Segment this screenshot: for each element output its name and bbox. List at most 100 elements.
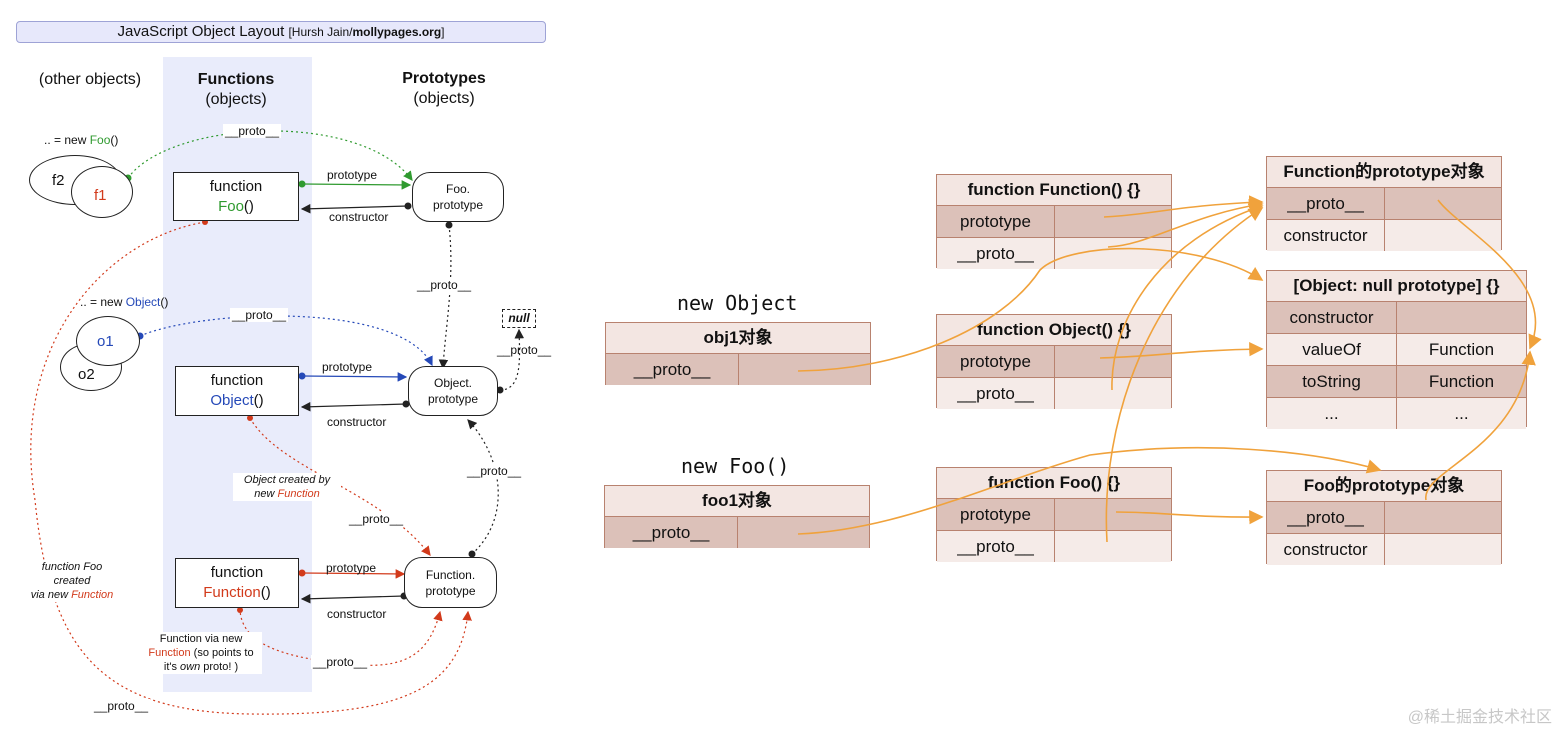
f1-proto-label: __proto__ bbox=[223, 124, 282, 138]
function-foo-row-prototype: prototype bbox=[937, 499, 1171, 531]
new-object-code-label: new Object bbox=[677, 291, 798, 315]
foo1-proto-val bbox=[738, 517, 869, 548]
function-proto-object-proto-label: __proto__ bbox=[465, 464, 524, 478]
null-prototype-constructor-val bbox=[1397, 302, 1526, 333]
function-constructor-label: constructor bbox=[327, 607, 387, 621]
function-prototype-constructor-val bbox=[1385, 220, 1501, 251]
o2-label: o2 bbox=[78, 366, 95, 383]
function-object-row-proto: __proto__ bbox=[937, 378, 1171, 409]
foo-prototype-proto-key: __proto__ bbox=[1267, 502, 1385, 533]
foo-prototype-row-constructor: constructor bbox=[1267, 534, 1501, 565]
col-prototypes-title: Prototypes bbox=[402, 70, 486, 87]
f1-ellipse bbox=[71, 166, 133, 218]
null-prototype-constructor-key: constructor bbox=[1267, 302, 1397, 333]
foo-prototype-box: Foo. prototype bbox=[412, 172, 504, 222]
new-foo-suffix: () bbox=[110, 133, 119, 147]
new-object-name: Object bbox=[125, 295, 161, 309]
null-prototype-row-constructor: constructor bbox=[1267, 302, 1526, 334]
function-foo-prototype-key: prototype bbox=[937, 499, 1055, 530]
note-fvn-its: it's bbox=[163, 661, 181, 673]
obj1-row-proto: __proto__ bbox=[606, 354, 870, 385]
title-main: JavaScript Object Layout bbox=[117, 23, 285, 40]
function-function-row-proto: __proto__ bbox=[937, 238, 1171, 269]
null-prototype-valueof-key: valueOf bbox=[1267, 334, 1397, 365]
null-prototype-row-valueof: valueOf Function bbox=[1267, 334, 1526, 366]
null-prototype-tostring-val: Function bbox=[1428, 372, 1495, 391]
null-prototype-more-val: ... bbox=[1454, 404, 1469, 423]
foo-prototype-row-proto: __proto__ bbox=[1267, 502, 1501, 534]
null-prototype-valueof-val: Function bbox=[1428, 340, 1495, 359]
o1-proto-label: __proto__ bbox=[230, 308, 289, 322]
foo-proto-line2: prototype bbox=[432, 198, 484, 212]
note-foo-created-function: Function bbox=[71, 589, 114, 601]
foo-proto-proto-label: __proto__ bbox=[415, 278, 474, 292]
foo1-row-proto: __proto__ bbox=[605, 517, 869, 548]
function-prototype-table: Function的prototype对象 __proto__ construct… bbox=[1266, 156, 1502, 251]
diagram-title: JavaScript Object Layout [Hursh Jain/mol… bbox=[16, 21, 546, 43]
function-function-title: function Function() {} bbox=[937, 175, 1171, 206]
obj1-title: obj1对象 bbox=[606, 323, 870, 354]
note-fvn-line1: Function via new bbox=[159, 633, 243, 645]
title-credit-site: mollypages.org bbox=[352, 25, 442, 39]
function-prototype-title: Function的prototype对象 bbox=[1267, 157, 1501, 188]
null-prototype-title: [Object: null prototype] {} bbox=[1267, 271, 1526, 302]
note-foo-created-line1: function Foo bbox=[41, 561, 103, 573]
note-object-created: Object created by new Function bbox=[233, 473, 341, 501]
new-foo-name: Foo bbox=[89, 133, 111, 147]
function-function-proto-val bbox=[1055, 238, 1171, 269]
function-proto-line1: Function. bbox=[425, 567, 476, 582]
function-function-proto-key: __proto__ bbox=[937, 238, 1055, 269]
function-function-parens: () bbox=[260, 584, 271, 601]
function-fn-proto-label: __proto__ bbox=[311, 655, 370, 669]
function-foo-proto-val bbox=[1055, 531, 1171, 562]
new-foo-prefix: .. = new bbox=[44, 133, 90, 147]
function-function-keyword: function bbox=[210, 564, 264, 581]
function-prototype-box: Function. prototype bbox=[404, 557, 497, 608]
foo-prototype-title: Foo的prototype对象 bbox=[1267, 471, 1501, 502]
foo1-title: foo1对象 bbox=[605, 486, 869, 517]
object-proto-line1: Object. bbox=[433, 376, 472, 390]
function-function-name: Function bbox=[203, 584, 261, 601]
note-foo-created-line3: via new bbox=[30, 589, 72, 601]
new-object-suffix: () bbox=[160, 295, 169, 309]
function-prototype-label: prototype bbox=[326, 561, 377, 575]
foo-prototype-constructor-key: constructor bbox=[1267, 534, 1385, 565]
function-object-prototype-val bbox=[1055, 346, 1171, 377]
function-function-prototype-val bbox=[1055, 206, 1171, 237]
function-foo-proto-key: __proto__ bbox=[937, 531, 1055, 562]
foo1-proto-key: __proto__ bbox=[605, 517, 738, 548]
function-object-table: function Object() {} prototype __proto__ bbox=[936, 314, 1172, 409]
function-foo-parens: () bbox=[243, 198, 254, 215]
function-foo-table: function Foo() {} prototype __proto__ bbox=[936, 467, 1172, 562]
note-function-via-new: Function via new Function (so points to … bbox=[140, 632, 262, 674]
note-foo-created-line2: created bbox=[53, 575, 91, 587]
watermark: @稀土掘金技术社区 bbox=[1407, 709, 1552, 726]
note-fvn-own: own bbox=[180, 661, 201, 673]
note-fvn-proto: proto! ) bbox=[200, 661, 239, 673]
col-prototypes-sub: (objects) bbox=[413, 90, 475, 107]
object-prototype-box: Object. prototype bbox=[408, 366, 498, 416]
function-object-prototype-key: prototype bbox=[937, 346, 1055, 377]
title-credit-suffix: ] bbox=[441, 25, 445, 39]
col-functions-title: Functions bbox=[197, 71, 275, 88]
col-prototypes-heading: Prototypes (objects) bbox=[385, 69, 503, 109]
function-foo-keyword: function bbox=[209, 178, 263, 195]
object-prototype-label: prototype bbox=[322, 360, 373, 374]
function-prototype-proto-val bbox=[1385, 188, 1501, 219]
foo-proto-line1: Foo. bbox=[445, 182, 470, 196]
col-functions-heading: Functions (objects) bbox=[168, 70, 304, 110]
foo-prototype-proto-val bbox=[1385, 502, 1501, 533]
function-object-proto-val bbox=[1055, 378, 1171, 409]
obj1-proto-key: __proto__ bbox=[606, 354, 739, 385]
note-fvn-line2: (so points to bbox=[190, 647, 254, 659]
function-prototype-row-proto: __proto__ bbox=[1267, 188, 1501, 220]
function-prototype-proto-key: __proto__ bbox=[1267, 188, 1385, 219]
function-object-row-prototype: prototype bbox=[937, 346, 1171, 378]
obj1-table: obj1对象 __proto__ bbox=[605, 322, 871, 385]
new-object-label: .. = new Object() bbox=[80, 295, 168, 309]
col-functions-sub: (objects) bbox=[205, 91, 267, 108]
new-object-prefix: .. = new bbox=[80, 295, 126, 309]
o1-label: o1 bbox=[97, 333, 114, 350]
function-foo-name: Foo bbox=[218, 198, 244, 215]
null-prototype-more-key: ... bbox=[1267, 398, 1397, 429]
